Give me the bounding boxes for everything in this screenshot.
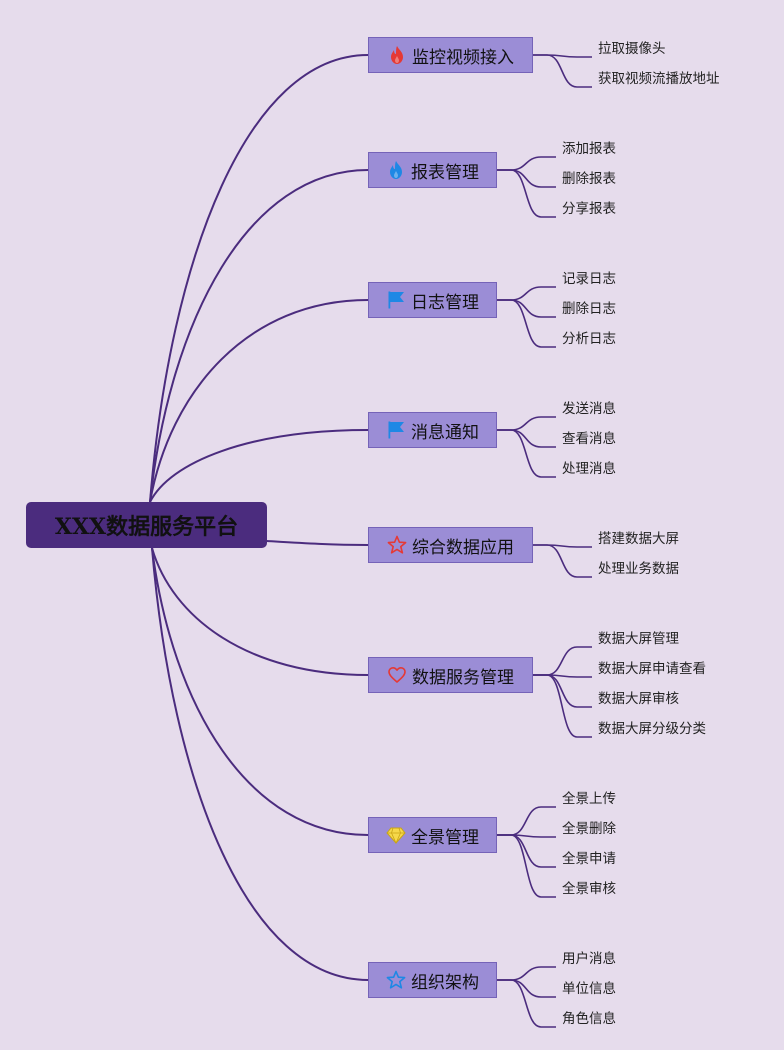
- branch-leaf-link: [497, 834, 556, 898]
- branch-label: 消息通知: [411, 422, 479, 443]
- diamond-icon: [386, 825, 406, 845]
- branch-label: 数据服务管理: [412, 667, 514, 688]
- root-title: XXX数据服务平台: [54, 514, 239, 540]
- leaf-item[interactable]: 查看消息: [562, 431, 616, 447]
- root-branch-link: [149, 429, 369, 503]
- branch-node[interactable]: 组织架构: [368, 962, 497, 998]
- leaf-item[interactable]: 全景申请: [562, 851, 616, 867]
- leaf-item[interactable]: 分析日志: [562, 331, 616, 347]
- branch-label: 综合数据应用: [412, 537, 514, 558]
- root-branch-link: [151, 547, 369, 676]
- branch-node[interactable]: 综合数据应用: [368, 527, 533, 563]
- root-branch-link: [151, 547, 369, 981]
- branch-leaf-link: [497, 429, 556, 448]
- branch-leaf-link: [497, 299, 556, 348]
- branch-leaf-link: [497, 834, 556, 868]
- branch-leaf-link: [497, 979, 556, 998]
- flag-icon: [386, 420, 406, 440]
- branch-leaf-link: [497, 429, 556, 478]
- leaf-item[interactable]: 全景删除: [562, 821, 616, 837]
- root-branch-link: [149, 169, 369, 503]
- leaf-item[interactable]: 拉取摄像头: [598, 41, 666, 57]
- branch-label: 全景管理: [411, 827, 479, 848]
- leaf-item[interactable]: 单位信息: [562, 981, 616, 997]
- leaf-item[interactable]: 获取视频流播放地址: [598, 71, 720, 87]
- leaf-item[interactable]: 发送消息: [562, 401, 616, 417]
- root-branch-link: [151, 547, 369, 836]
- branch-node[interactable]: 全景管理: [368, 817, 497, 853]
- branch-label: 组织架构: [411, 972, 479, 993]
- leaf-item[interactable]: 搭建数据大屏: [598, 531, 679, 547]
- leaf-item[interactable]: 处理消息: [562, 461, 616, 477]
- leaf-item[interactable]: 数据大屏审核: [598, 691, 679, 707]
- leaf-item[interactable]: 数据大屏分级分类: [598, 721, 706, 737]
- branch-node[interactable]: 报表管理: [368, 152, 497, 188]
- root-branch-link: [149, 54, 369, 503]
- leaf-item[interactable]: 添加报表: [562, 141, 616, 157]
- leaf-item[interactable]: 删除日志: [562, 301, 616, 317]
- branch-leaf-link: [497, 806, 556, 836]
- leaf-item[interactable]: 角色信息: [562, 1011, 616, 1027]
- branch-leaf-link: [533, 54, 592, 88]
- leaf-item[interactable]: 全景审核: [562, 881, 616, 897]
- root-branch-link: [149, 299, 369, 503]
- branch-leaf-link: [497, 979, 556, 1028]
- branch-leaf-link: [533, 544, 592, 578]
- leaf-item[interactable]: 删除报表: [562, 171, 616, 187]
- branch-leaf-link: [497, 156, 556, 171]
- root-branch-link: [266, 540, 369, 546]
- leaf-item[interactable]: 处理业务数据: [598, 561, 679, 577]
- leaf-item[interactable]: 数据大屏管理: [598, 631, 679, 647]
- branch-leaf-link: [497, 169, 556, 188]
- branch-leaf-link: [533, 646, 592, 676]
- fire-icon: [386, 160, 406, 180]
- leaf-item[interactable]: 用户消息: [562, 951, 616, 967]
- branch-node[interactable]: 数据服务管理: [368, 657, 533, 693]
- branch-leaf-link: [497, 169, 556, 218]
- branch-node[interactable]: 监控视频接入: [368, 37, 533, 73]
- branch-node[interactable]: 消息通知: [368, 412, 497, 448]
- branch-label: 监控视频接入: [412, 47, 514, 68]
- branch-leaf-link: [497, 299, 556, 318]
- branch-leaf-link: [497, 416, 556, 431]
- branch-leaf-link: [497, 286, 556, 301]
- leaf-item[interactable]: 分享报表: [562, 201, 616, 217]
- leaf-item[interactable]: 记录日志: [562, 271, 616, 287]
- branch-node[interactable]: 日志管理: [368, 282, 497, 318]
- branch-leaf-link: [533, 674, 592, 708]
- fire-icon: [387, 45, 407, 65]
- branch-leaf-link: [497, 966, 556, 981]
- branch-leaf-link: [533, 674, 592, 738]
- root-node[interactable]: XXX数据服务平台: [26, 502, 267, 548]
- heart-icon: [387, 665, 407, 685]
- leaf-item[interactable]: 全景上传: [562, 791, 616, 807]
- star-icon: [387, 535, 407, 555]
- branch-label: 报表管理: [411, 162, 479, 183]
- flag-icon: [386, 290, 406, 310]
- leaf-item[interactable]: 数据大屏申请查看: [598, 661, 706, 677]
- branch-label: 日志管理: [411, 292, 479, 313]
- star-icon: [386, 970, 406, 990]
